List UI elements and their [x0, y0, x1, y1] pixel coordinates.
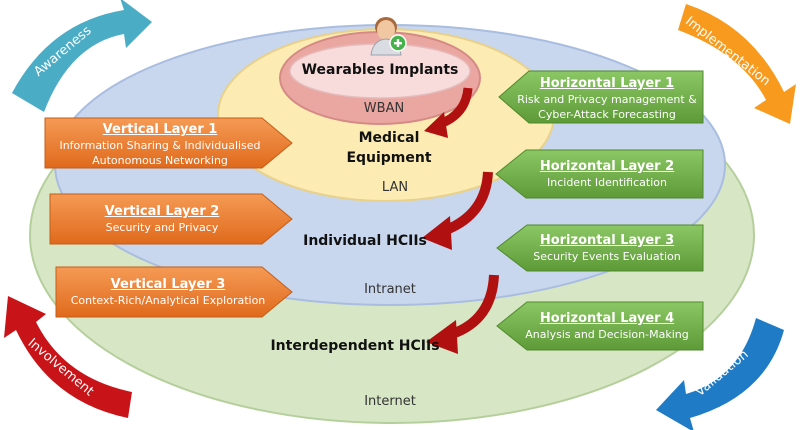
- lan-label: LAN: [381, 180, 409, 195]
- wban-label: WBAN: [363, 101, 405, 116]
- vertical-layer-3: Vertical Layer 3 Context-Rich/Analytical…: [58, 276, 278, 308]
- interdependent-hciis-label: Interdependent HCIIs: [270, 338, 440, 354]
- wearables-implants-label: Wearables Implants: [301, 62, 459, 78]
- horizontal-layer-1: Horizontal Layer 1 Risk and Privacy mana…: [514, 75, 700, 122]
- horizontal-layer-1-title: Horizontal Layer 1: [539, 76, 675, 91]
- intranet-label: Intranet: [364, 282, 416, 297]
- horizontal-layer-4-desc: Analysis and Decision-Making: [525, 328, 689, 341]
- involvement-arrow: [4, 296, 132, 418]
- flow-arrow-2: [422, 171, 493, 250]
- horizontal-layer-1-box: [498, 70, 704, 124]
- vertical-layer-1-title: Vertical Layer 1: [102, 122, 218, 137]
- vertical-layer-2: Vertical Layer 2 Security and Privacy: [52, 203, 272, 235]
- vertical-layer-2-title: Vertical Layer 2: [104, 204, 220, 219]
- horizontal-layer-4-box: [496, 301, 704, 351]
- awareness-arrow: [12, 0, 152, 112]
- horizontal-layer-1-desc: Risk and Privacy management & Cyber-Atta…: [517, 93, 697, 121]
- vertical-layer-1-box: [44, 117, 293, 169]
- vertical-layer-3-box: [55, 266, 293, 318]
- flow-arrow-3: [426, 274, 499, 354]
- vertical-layer-3-title: Vertical Layer 3: [110, 277, 226, 292]
- horizontal-layer-3-desc: Security Events Evaluation: [533, 250, 681, 263]
- user-add-icon: [370, 17, 407, 56]
- horizontal-layer-3: Horizontal Layer 3 Security Events Evalu…: [514, 232, 700, 264]
- vertical-layer-2-desc: Security and Privacy: [105, 221, 219, 234]
- horizontal-layer-3-title: Horizontal Layer 3: [539, 233, 675, 248]
- horizontal-layer-4: Horizontal Layer 4 Analysis and Decision…: [514, 310, 700, 342]
- horizontal-layer-2-desc: Incident Identification: [547, 176, 667, 189]
- validation-arrow: [656, 318, 784, 430]
- flow-arrow-1: [424, 87, 473, 138]
- internet-label: Internet: [364, 394, 416, 409]
- implementation-arrow: [678, 4, 796, 124]
- vertical-layer-2-box: [49, 193, 293, 245]
- vertical-layer-1: Vertical Layer 1 Information Sharing & I…: [47, 121, 273, 168]
- vertical-layer-1-desc: Information Sharing & Individualised Aut…: [59, 139, 261, 167]
- medical-equipment-label: Medical Equipment: [346, 130, 432, 166]
- vertical-layer-3-desc: Context-Rich/Analytical Exploration: [70, 294, 266, 307]
- individual-hciis-label: Individual HCIIs: [303, 233, 427, 249]
- horizontal-layer-2-title: Horizontal Layer 2: [539, 159, 675, 174]
- horizontal-layer-4-title: Horizontal Layer 4: [539, 311, 675, 326]
- horizontal-layer-3-box: [496, 224, 704, 272]
- horizontal-layer-2: Horizontal Layer 2 Incident Identificati…: [514, 158, 700, 190]
- horizontal-layer-2-box: [495, 149, 704, 199]
